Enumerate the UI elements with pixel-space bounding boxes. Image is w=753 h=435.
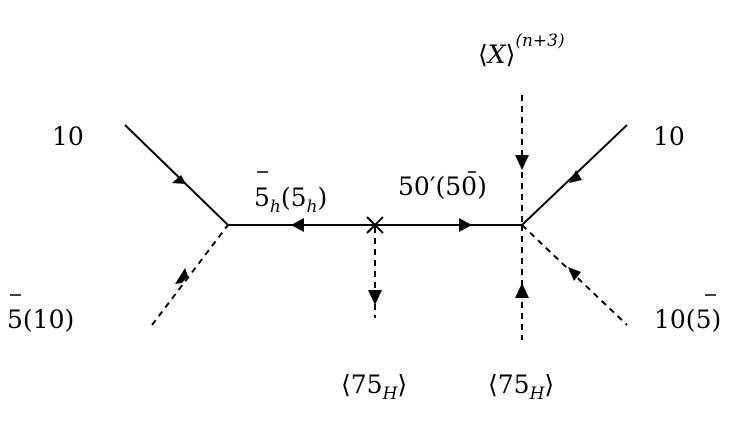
svg-text:50′(50): 50′(50): [398, 172, 487, 201]
left-upper-fermion-line: [124, 124, 229, 226]
svg-text:⟨75H⟩: ⟨75H⟩: [488, 370, 554, 404]
svg-text:10(5): 10(5): [654, 305, 721, 334]
mass-insertion-cross-b: [366, 216, 384, 234]
label-bottom-left: 5(10): [7, 294, 74, 334]
right-propagator-arrow: [459, 218, 472, 232]
label-bottom-right: 10(5): [654, 294, 721, 334]
label-right-propagator: 50′(50): [398, 171, 487, 201]
svg-text:5h(5h): 5h(5h): [254, 183, 327, 217]
label-top-right: 10: [653, 122, 685, 151]
svg-text:⟨75H⟩: ⟨75H⟩: [341, 370, 407, 404]
label-top-vev: ⟨X⟩(n+3): [478, 31, 565, 69]
right-upper-arrow: [569, 170, 582, 183]
label-top-left: 10: [52, 122, 84, 151]
label-left-propagator: 5h(5h): [254, 171, 327, 217]
left-propagator-arrow: [291, 218, 304, 232]
left-lower-arrow: [175, 268, 188, 284]
left-lower-scalar-line: [151, 224, 229, 326]
label-vev-right: ⟨75H⟩: [488, 370, 554, 404]
left-upper-arrow: [172, 175, 186, 184]
svg-text:5(10): 5(10): [7, 305, 74, 334]
bottom-vev-arrow: [515, 283, 529, 298]
svg-text:⟨X⟩(n+3): ⟨X⟩(n+3): [478, 31, 565, 69]
right-lower-scalar-line: [521, 224, 628, 326]
label-vev-left: ⟨75H⟩: [341, 370, 407, 404]
right-lower-arrow: [568, 267, 581, 281]
middle-vev-arrow: [368, 290, 382, 305]
top-vev-arrow: [515, 155, 529, 170]
